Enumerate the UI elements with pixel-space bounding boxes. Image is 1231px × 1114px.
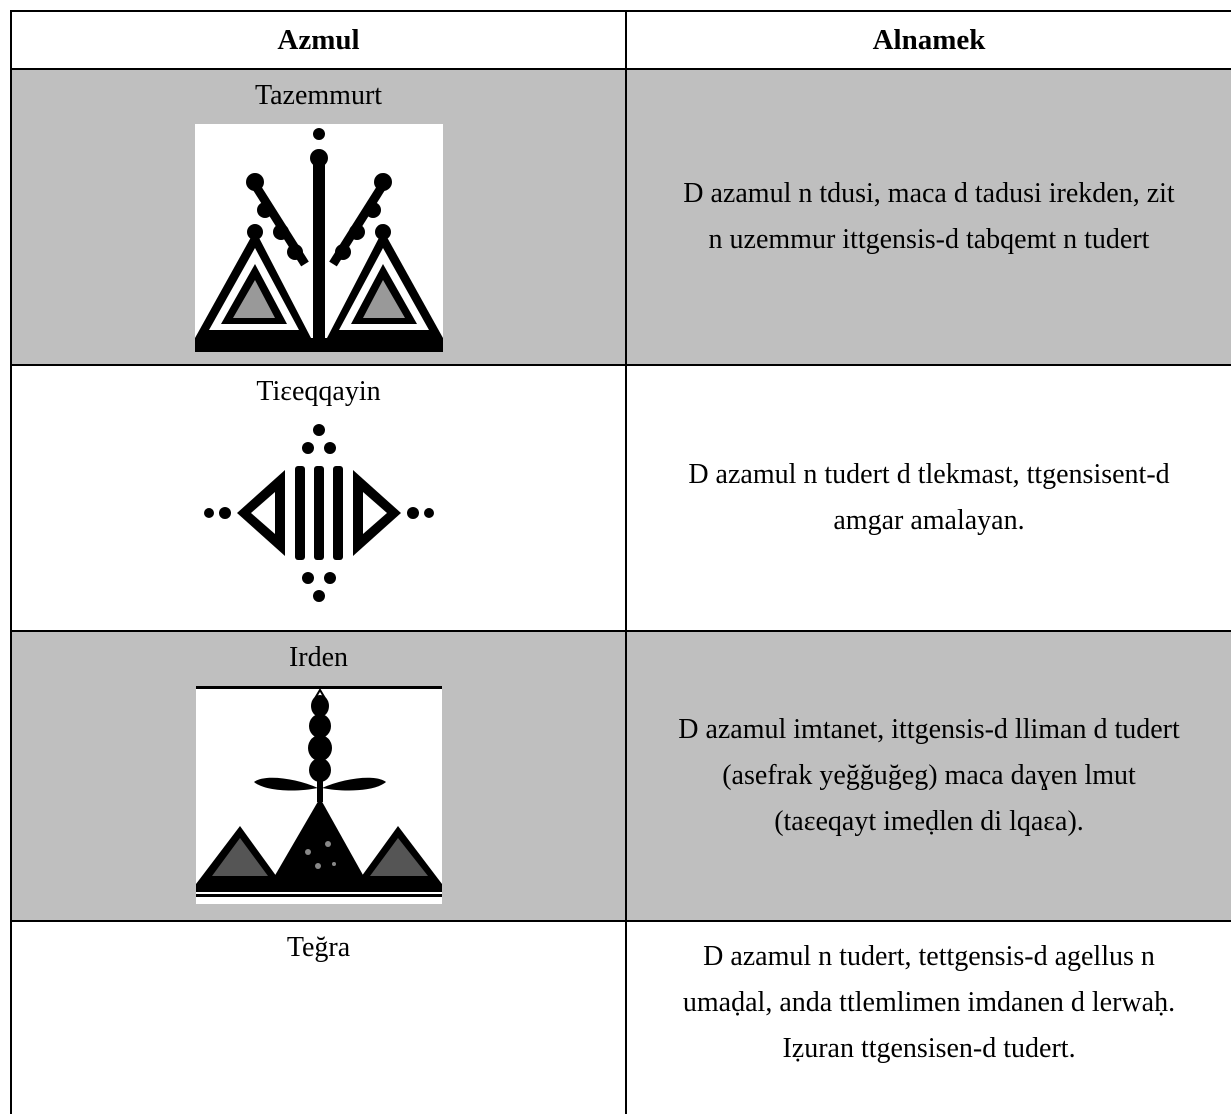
symbol-cell: Irden xyxy=(10,630,627,922)
meaning-line: amgar amalayan. xyxy=(833,505,1025,536)
table-row: Teğra D azamul n tudert, tettgensis-d ag… xyxy=(10,920,1231,1114)
meaning-cell: D azamul n tudert, tettgensis-d agellus … xyxy=(625,920,1231,1114)
symbol-name: Tiɛeqqayin xyxy=(256,376,381,407)
symbol-cell: Teğra xyxy=(10,920,627,1114)
symbol-cell: Tazemmurt xyxy=(10,68,627,366)
tree-on-mountains-symbol-icon xyxy=(194,124,443,352)
meaning-line: umaḍal, anda ttlemlimen imdanen d lerwaḥ… xyxy=(682,987,1176,1018)
header-meaning: Alnamek xyxy=(625,10,1231,70)
meaning-line: Iẓuran ttgensisen-d tudert. xyxy=(782,1033,1076,1064)
meaning-cell: D azamul imtanet, ittgensis-d lliman d t… xyxy=(625,630,1231,922)
symbol-name: Tazemmurt xyxy=(254,80,383,111)
symbol-cell: Tiɛeqqayin xyxy=(10,364,627,632)
header-row: Azmul Alnamek xyxy=(10,10,1231,70)
meaning-line: D azamul n tdusi, maca d tadusi irekden,… xyxy=(683,178,1175,209)
meaning-cell: D azamul n tudert d tlekmast, ttgensisen… xyxy=(625,364,1231,632)
wheat-ear-over-mountains-symbol-icon xyxy=(195,686,442,904)
meaning-cell: D azamul n tdusi, maca d tadusi irekden,… xyxy=(625,68,1231,366)
table-row: Tazemmurt xyxy=(10,68,1231,366)
symbol-name: Teğra xyxy=(286,932,351,963)
table-row: Irden xyxy=(10,630,1231,922)
symbols-table: Azmul Alnamek Tazemmurt xyxy=(10,10,1231,1114)
meaning-line: D azamul imtanet, ittgensis-d lliman d t… xyxy=(678,714,1180,745)
table-row: Tiɛeqqayin xyxy=(10,364,1231,632)
meaning-line: (asefrak yeğğuğeg) maca daɣen lmut xyxy=(722,760,1136,791)
meaning-line: n uzemmur ittgensis-d tabqemt n tudert xyxy=(708,224,1150,255)
symbol-name: Irden xyxy=(288,642,349,673)
meaning-line: D azamul n tudert, tettgensis-d agellus … xyxy=(703,941,1155,972)
header-symbol: Azmul xyxy=(10,10,627,70)
meaning-line: (taɛeqayt imeḍlen di lqaɛa). xyxy=(774,806,1084,837)
meaning-line: D azamul n tudert d tlekmast, ttgensisen… xyxy=(688,459,1170,490)
seeds-diamond-symbol-icon xyxy=(203,424,434,602)
